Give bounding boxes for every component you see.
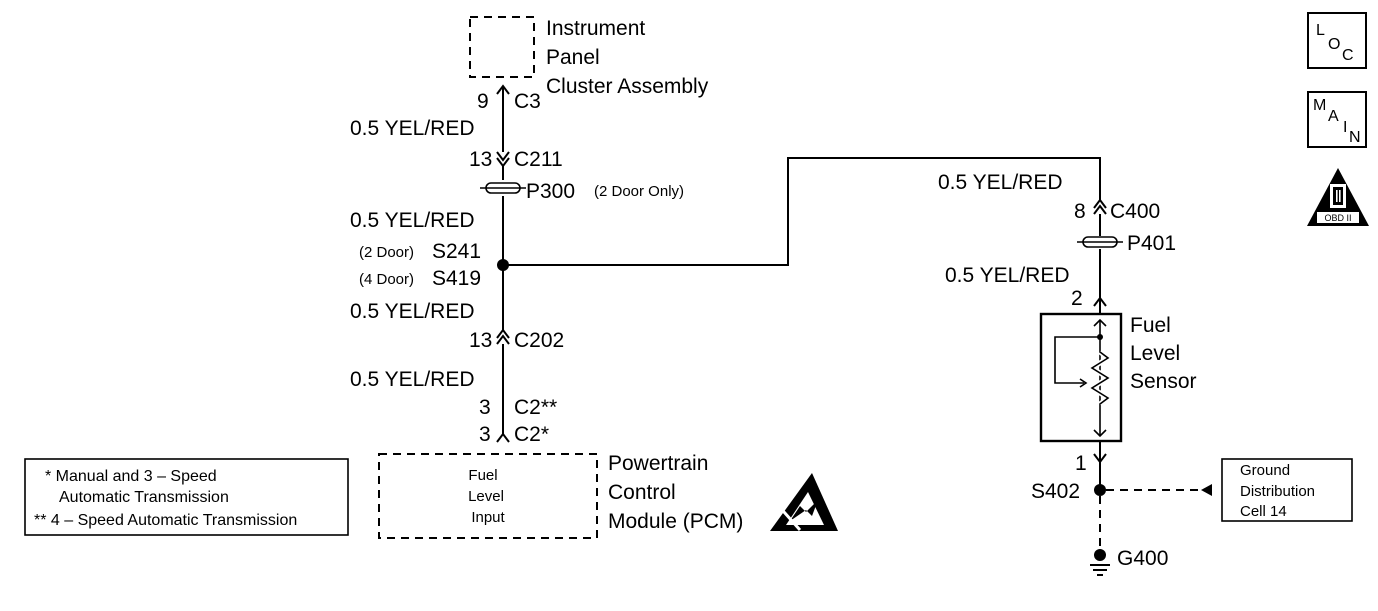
c202-connector-label: C202 (514, 329, 564, 352)
s419-label: S419 (432, 267, 481, 290)
ground-dist-label-1: Ground (1240, 462, 1290, 479)
c2-double-star-label: C2** (514, 396, 557, 419)
c2-connector-symbol (496, 432, 510, 443)
c211-pin: 13 (469, 148, 492, 171)
instrument-panel-box (469, 16, 535, 78)
p401-label: P401 (1127, 232, 1176, 255)
svg-text:C: C (1342, 47, 1354, 64)
sensor-label-2: Level (1130, 342, 1180, 365)
ground-dist-label-2: Distribution (1240, 483, 1315, 500)
c400-connector-symbol (1093, 198, 1107, 215)
c202-connector-symbol (496, 328, 510, 345)
legend-box (24, 458, 349, 536)
pcm-input-label-2: Level (468, 488, 504, 505)
sensor-label-3: Sensor (1130, 370, 1197, 393)
sensor-label-1: Fuel (1130, 314, 1171, 337)
fuel-level-sensor-box (1039, 312, 1123, 443)
esd-warning-icon (770, 473, 838, 531)
c3-connector-label: C3 (514, 90, 541, 113)
p300-note: (2 Door Only) (594, 183, 684, 200)
instrument-panel-label-1: Instrument (546, 17, 645, 40)
g400-label: G400 (1117, 547, 1168, 570)
svg-text:O: O (1328, 36, 1340, 53)
c3-pin: 9 (477, 90, 489, 113)
c211-connector-symbol (496, 151, 510, 168)
c2-star-pin: 3 (479, 423, 491, 446)
s241-label: S241 (432, 240, 481, 263)
svg-text:M: M (1313, 97, 1326, 114)
ground-g400-icon (1090, 549, 1110, 576)
wire-label-left-3: 0.5 YEL/RED (350, 300, 475, 323)
wire-label-left-4: 0.5 YEL/RED (350, 368, 475, 391)
s241-note: (2 Door) (359, 244, 414, 261)
splice-s402-dot (1094, 484, 1106, 496)
legend-line-1: * Manual and 3 – Speed (45, 468, 217, 485)
c400-pin: 8 (1074, 200, 1086, 223)
wire-splice-to-c400 (503, 157, 1101, 266)
p300-label: P300 (526, 180, 575, 203)
svg-text:I: I (1343, 119, 1347, 136)
svg-text:OBD II: OBD II (1324, 213, 1351, 223)
obd-ii-icon: OBD II (1307, 168, 1369, 226)
svg-text:N: N (1349, 129, 1361, 146)
pcm-title-1: Powertrain (608, 452, 708, 475)
loc-icon: L O C (1307, 12, 1367, 69)
c211-connector-label: C211 (514, 148, 563, 171)
pcm-input-label-3: Input (471, 509, 505, 526)
main-icon: M A I N (1307, 91, 1367, 148)
c2-double-star-pin: 3 (479, 396, 491, 419)
s419-note: (4 Door) (359, 271, 414, 288)
ground-distribution-box (1221, 458, 1353, 522)
legend-line-2: Automatic Transmission (59, 489, 229, 506)
fuel-level-sensor-symbol (1054, 318, 1113, 438)
sensor-bottom-connector-symbol (1093, 453, 1107, 464)
pcm-box (378, 453, 598, 539)
svg-text:L: L (1316, 22, 1325, 39)
wire-label-left-2: 0.5 YEL/RED (350, 209, 475, 232)
ground-dist-label-3: Cell 14 (1240, 503, 1287, 520)
legend-line-3: ** 4 – Speed Automatic Transmission (34, 512, 297, 529)
pcm-input-label-1: Fuel (468, 467, 497, 484)
c2-star-label: C2* (514, 423, 549, 446)
pcm-title-2: Control (608, 481, 676, 504)
wire-label-right-2: 0.5 YEL/RED (945, 264, 1070, 287)
ground-dist-arrow (1201, 484, 1212, 496)
wire-label-left-1: 0.5 YEL/RED (350, 117, 475, 140)
c400-connector-label: C400 (1110, 200, 1160, 223)
s402-label: S402 (1031, 480, 1080, 503)
sensor-top-pin: 2 (1071, 287, 1083, 310)
svg-text:A: A (1328, 108, 1339, 125)
instrument-panel-label-3: Cluster Assembly (546, 75, 709, 98)
c202-pin: 13 (469, 329, 492, 352)
instrument-panel-label-2: Panel (546, 46, 600, 69)
wire-label-right-1: 0.5 YEL/RED (938, 171, 1063, 194)
pcm-title-3: Module (PCM) (608, 510, 743, 533)
sensor-bottom-pin: 1 (1075, 452, 1087, 475)
